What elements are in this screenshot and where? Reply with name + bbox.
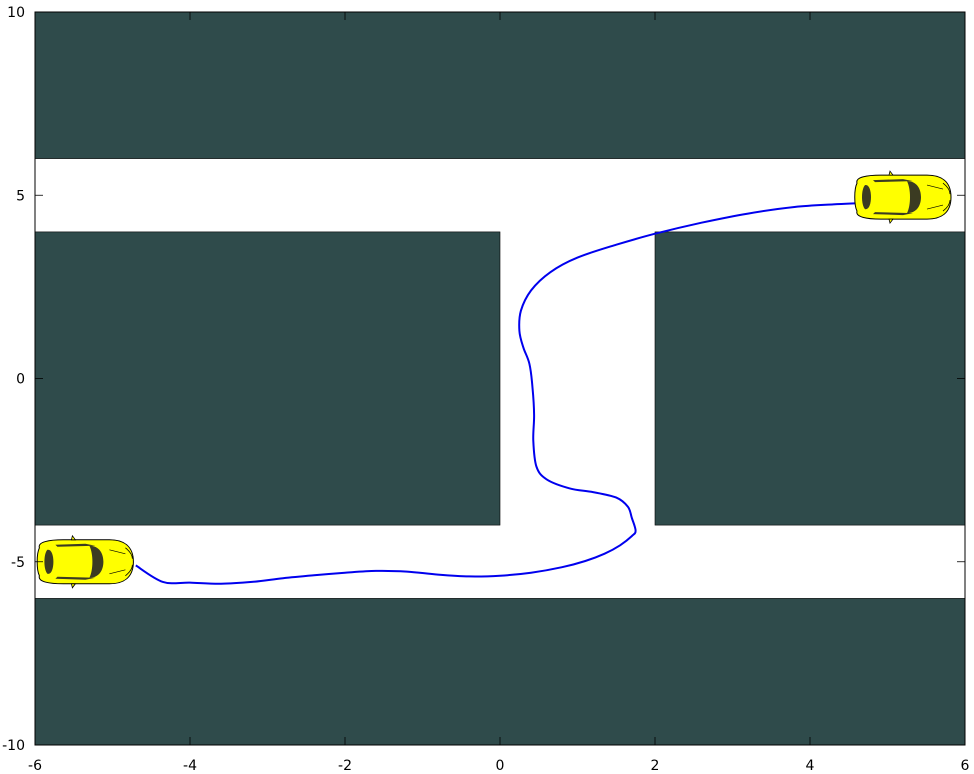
x-tick-label: -6 — [28, 758, 42, 774]
x-tick-label: 0 — [496, 758, 505, 774]
obstacle-bottom-wall — [34, 598, 966, 746]
x-tick-label: 4 — [806, 758, 815, 774]
x-tick-label: 2 — [651, 758, 660, 774]
obstacle-left-block — [34, 231, 501, 526]
obstacle-top-wall — [34, 11, 966, 159]
x-tick-label: -4 — [183, 758, 197, 774]
axes: -6 -4 -2 0 2 4 6 -10 -5 0 5 10 — [2, 5, 969, 774]
trajectory-line — [135, 202, 857, 585]
y-tick-label: -5 — [11, 555, 25, 571]
x-tick-label: 6 — [961, 758, 970, 774]
x-tick-label: -2 — [338, 758, 352, 774]
obstacle-right-block — [654, 231, 966, 526]
y-tick-label: 10 — [7, 5, 25, 21]
y-tick-label: -10 — [2, 738, 25, 754]
start-car-icon — [36, 535, 134, 589]
path-layer — [135, 202, 857, 585]
y-tick-label: 5 — [16, 188, 25, 204]
goal-car-icon — [854, 170, 952, 224]
obstacles — [34, 11, 966, 746]
y-tick-label: 0 — [16, 372, 25, 388]
